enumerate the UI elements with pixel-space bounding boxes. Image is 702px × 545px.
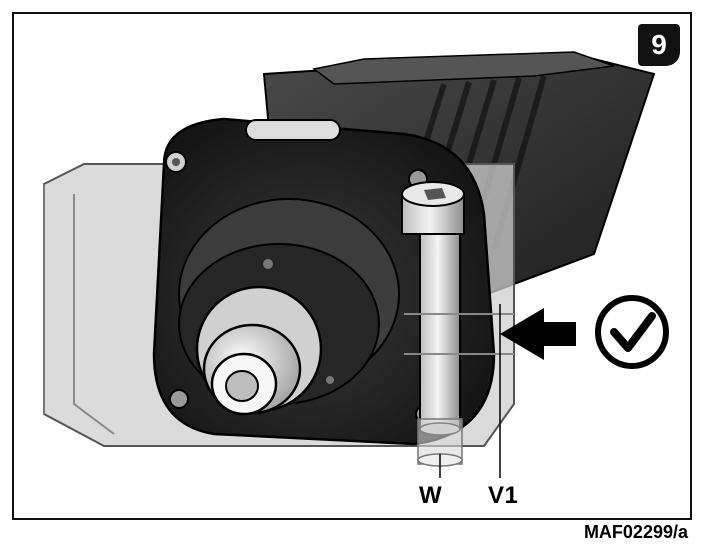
alignment-band bbox=[404, 313, 514, 355]
label-v1: V1 bbox=[488, 482, 519, 509]
step-number-badge: 9 bbox=[638, 24, 680, 66]
spindle bbox=[178, 198, 400, 416]
bolt-w bbox=[401, 181, 465, 467]
motor-mounting-illustration bbox=[43, 51, 669, 478]
check-circle-icon bbox=[595, 295, 669, 369]
figure-code: MAF02299/a bbox=[583, 522, 688, 542]
arrow-left-icon bbox=[500, 308, 576, 360]
label-w: W bbox=[419, 482, 443, 509]
illustration-frame: 9 W V1 bbox=[12, 12, 692, 520]
